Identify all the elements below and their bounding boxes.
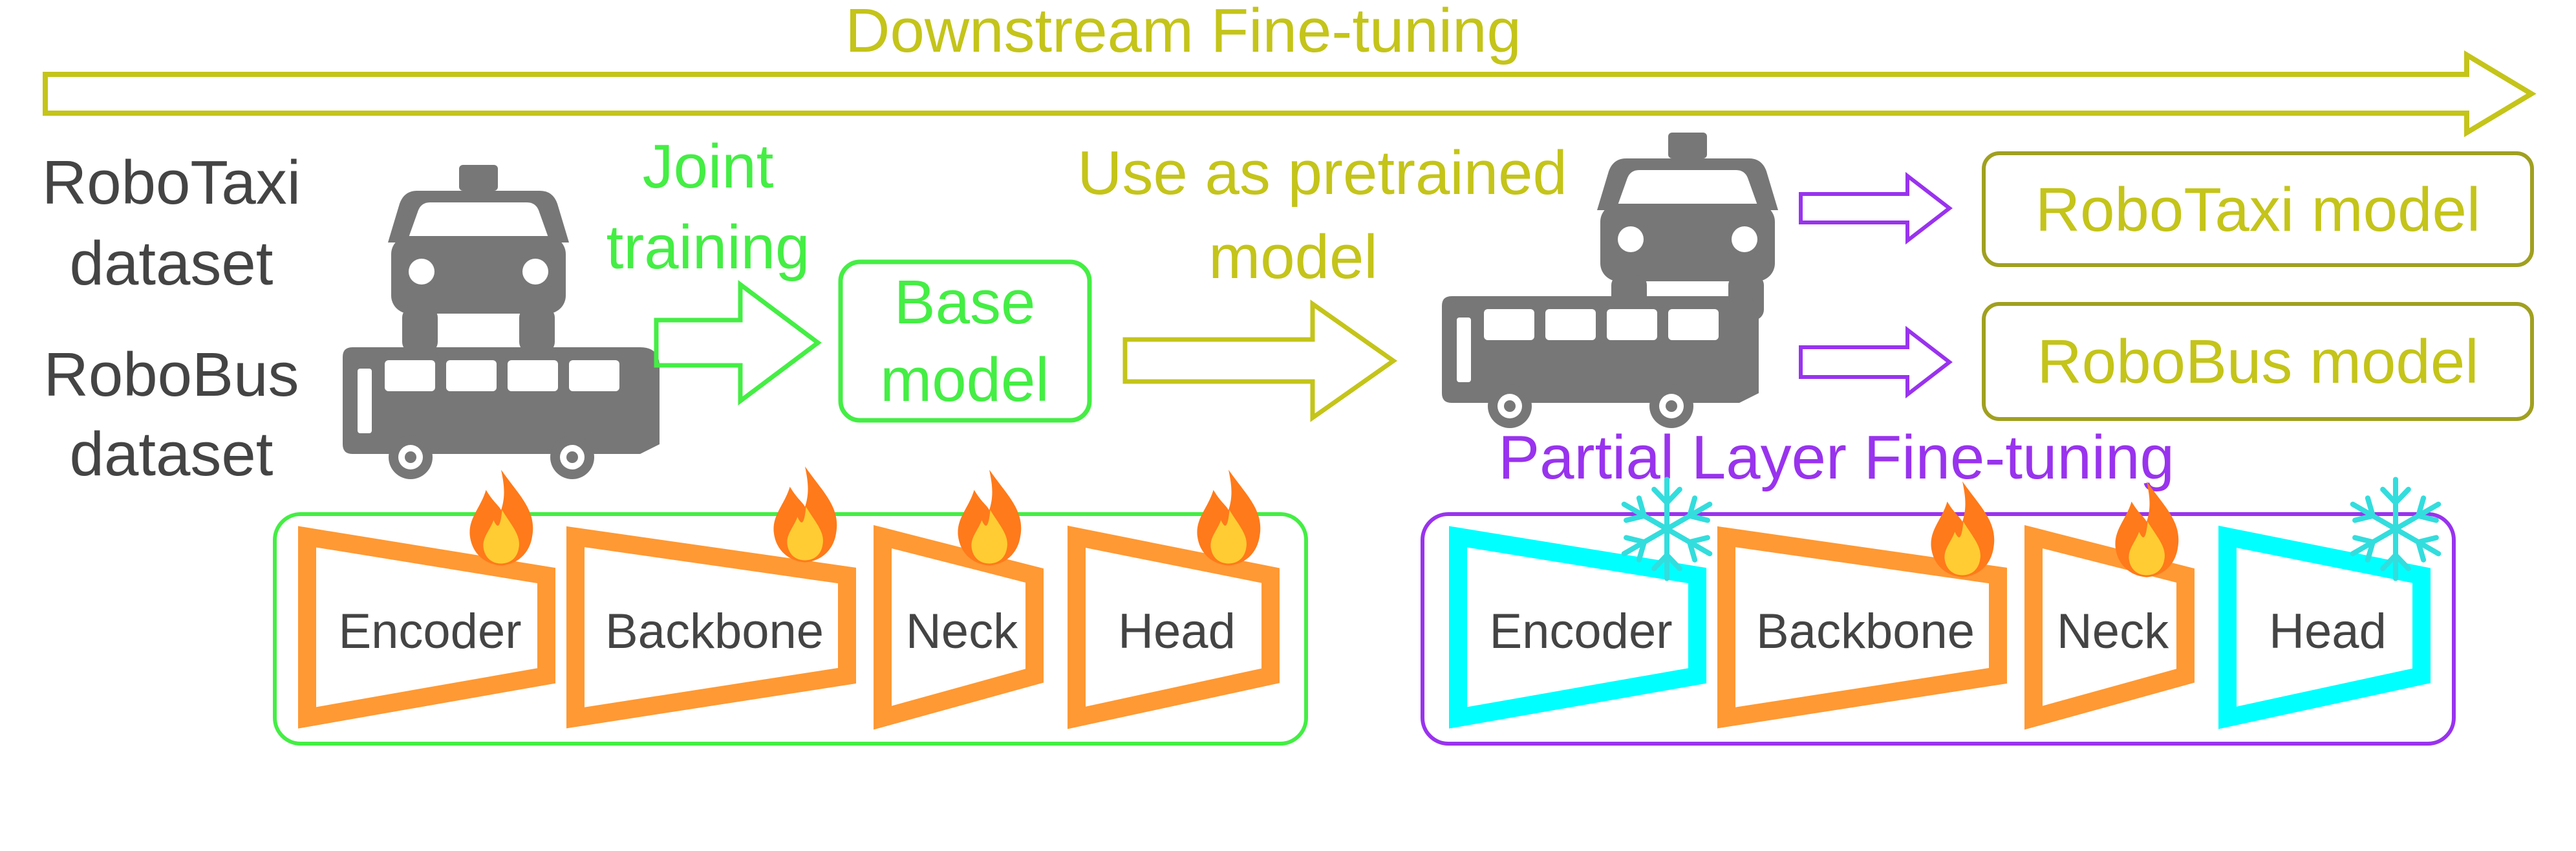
robotaxi-dataset-line1: RoboTaxi (42, 148, 301, 217)
left-head-module-frame (1068, 525, 1280, 729)
left-encoder-module: Encoder (298, 526, 555, 729)
pretrained-arrow-icon (1122, 299, 1398, 422)
right-head-module-label: Head (2269, 604, 2387, 659)
base-model-box (838, 259, 1092, 423)
partial-finetuning-label: Partial Layer Fine-tuning (1498, 423, 2174, 492)
right-encoder-module-label: Encoder (1489, 604, 1672, 659)
bus-icon (343, 347, 660, 479)
left-head-module-label: Head (1118, 604, 1236, 659)
right-backbone-module-frame (1717, 526, 2007, 729)
fire-icon (469, 469, 533, 566)
fire-icon (1931, 481, 1995, 577)
robobus-model-box (1982, 302, 2534, 421)
left-head-module: Head (1068, 525, 1280, 729)
joint-training-arrow-icon (654, 280, 822, 405)
robotaxi-model-box (1982, 151, 2534, 267)
robobus-model-label: RoboBus model (2037, 327, 2478, 396)
base-model-line2: model (880, 345, 1049, 415)
left-backbone-module: Backbone (566, 526, 856, 729)
bus-output-arrow-icon (1799, 325, 1953, 399)
fire-icon (773, 466, 837, 563)
robotaxi-model-label: RoboTaxi model (2035, 175, 2480, 244)
left-backbone-module-frame (566, 526, 856, 729)
left-module-row: Encoder Backbone Neck Head (298, 466, 1280, 730)
right-backbone-module-label: Backbone (1756, 604, 1975, 659)
left-neck-module-label: Neck (906, 604, 1018, 659)
fire-icon (1197, 469, 1261, 566)
partial-finetuning-module-group (1421, 512, 2456, 746)
right-neck-module-label: Neck (2057, 604, 2169, 659)
taxi-output-arrow-icon (1799, 171, 1953, 245)
right-head-module: Head (2218, 525, 2431, 729)
left-backbone-module-label: Backbone (605, 604, 824, 659)
robobus-dataset-line2: dataset (70, 420, 274, 489)
bus-icon-right (1442, 296, 1759, 428)
robotaxi-dataset-line2: dataset (70, 229, 274, 298)
downstream-arrow (43, 50, 2537, 138)
robobus-dataset-line1: RoboBus (44, 340, 299, 409)
right-encoder-module-frame (1449, 526, 1706, 729)
joint-training-line1: Joint (643, 132, 774, 201)
fire-icon (2115, 481, 2179, 577)
taxi-icon (388, 165, 569, 352)
right-head-module-frame (2218, 525, 2431, 729)
left-neck-module: Neck (874, 524, 1044, 730)
joint-training-line2: training (606, 213, 810, 282)
downstream-label: Downstream Fine-tuning (845, 0, 1521, 65)
pretrained-line2: model (1208, 222, 1377, 292)
right-backbone-module: Backbone (1717, 526, 2007, 729)
right-encoder-module: Encoder (1449, 526, 1706, 729)
base-model-line1: Base (894, 268, 1036, 337)
taxi-icon-right (1597, 133, 1778, 320)
left-encoder-module-frame (298, 526, 555, 729)
left-encoder-module-label: Encoder (338, 604, 521, 659)
pretrained-line1: Use as pretrained (1077, 138, 1567, 208)
right-module-row: Encoder Backbone Neck Head (1449, 480, 2445, 730)
fire-icon (958, 469, 1022, 566)
